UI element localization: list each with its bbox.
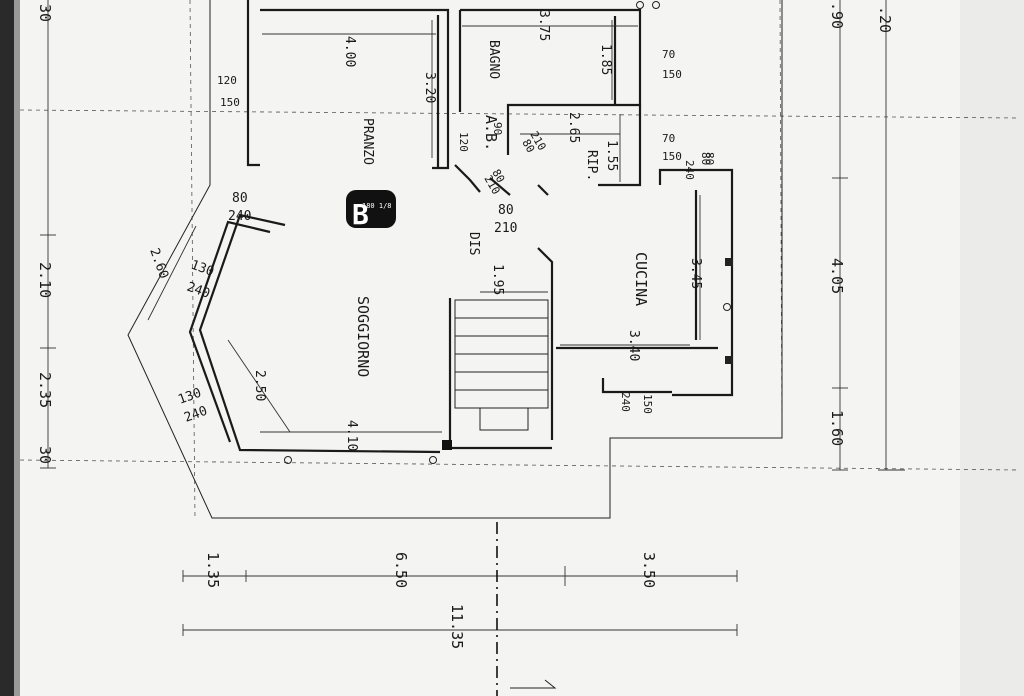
dim-cucina-w: 3.40	[626, 330, 641, 361]
dim-door-dis-b: 210	[494, 221, 517, 236]
scan-edge-left	[0, 0, 14, 696]
dim-win-bagno-a: 70	[662, 48, 675, 61]
dimension-labels: 30 .90 .20 4.00 3.75 3.20 1.85 2.65 1.55…	[36, 2, 894, 649]
dim-win-kitchen-a: 150	[641, 394, 654, 414]
dim-bottom-3: 3.50	[640, 552, 658, 588]
construction-lines	[19, 0, 1021, 521]
logo-letter: B	[352, 198, 369, 231]
dim-left-bot2: 30	[36, 446, 54, 464]
dim-win-pranzo-a: 120	[217, 74, 237, 87]
logo-badge	[346, 190, 396, 228]
dim-left-mid: 2.10	[36, 262, 54, 298]
dim-bottom-1: 1.35	[204, 552, 222, 588]
dim-right-mid: 4.05	[828, 258, 846, 294]
dim-bagno-w: 3.75	[536, 10, 551, 41]
dim-right-bot: 1.60	[828, 410, 846, 446]
dim-cucina-win-a: 240	[683, 160, 696, 180]
dim-rip-h: 1.55	[604, 140, 619, 171]
dim-win-bay-1a: 130	[189, 258, 216, 280]
dim-bay-2: 2.50	[252, 370, 267, 401]
building-logo: B 180 1/8	[346, 190, 396, 231]
room-label-pranzo: PRANZO	[360, 118, 375, 165]
dim-pranzo-w: 4.00	[342, 36, 357, 67]
dim-cucina-h: 3.45	[688, 258, 703, 289]
dim-left-bot: 2.35	[36, 372, 54, 408]
dim-top-left: 30	[36, 4, 54, 22]
dim-win-bagno-b: 150	[662, 68, 682, 81]
dim-win-pranzo-b: 150	[220, 96, 240, 109]
dim-win-bay-2b: 240	[182, 404, 209, 426]
dim-pranzo-h: 3.20	[422, 72, 437, 103]
dim-win-kitchen-b: 240	[619, 392, 632, 412]
paper-fold-right	[960, 0, 1024, 696]
section-arrow	[510, 679, 557, 689]
dim-win-rip-b: 150	[662, 150, 682, 163]
room-label-rip: RIP.	[584, 150, 599, 181]
dim-door-rip-a: 80	[519, 137, 537, 155]
dim-door-ab-a: 90	[491, 122, 504, 135]
dim-door-soggiorno-a: 80	[232, 191, 248, 206]
logo-text: 180 1/8	[362, 202, 392, 210]
dim-door-soggiorno-b: 240	[228, 209, 251, 224]
dim-win-rip-a: 70	[662, 132, 675, 145]
dim-top-right-2: .20	[876, 6, 894, 33]
dim-door-ab-b: 120	[457, 132, 470, 152]
dim-soggiorno-w: 4.10	[344, 420, 359, 451]
dim-door-rip2: 80	[699, 152, 712, 165]
dim-door-ab2-a: 80	[489, 167, 507, 185]
room-label-cucina: CUCINA	[632, 252, 650, 306]
dim-cucina-win-b: 80	[703, 152, 716, 165]
room-label-ab: A.B.	[482, 115, 500, 151]
dim-bay-1: 2.60	[146, 246, 171, 281]
dim-bottom-total: 11.35	[448, 604, 466, 649]
dim-stair-w: 1.95	[490, 264, 505, 295]
dim-rip-w: 2.65	[566, 112, 581, 143]
fixtures	[284, 1, 731, 464]
room-label-dis: DIS	[466, 232, 481, 255]
footprint-outline	[127, 0, 783, 519]
dim-bagno-h: 1.85	[598, 44, 613, 75]
walls	[188, 0, 734, 454]
room-label-soggiorno: SOGGIORNO	[354, 296, 372, 377]
dim-top-right-1: .90	[828, 2, 846, 29]
dimension-lines	[40, 0, 905, 636]
dim-door-dis-a: 80	[498, 203, 514, 218]
scan-edge-shadow	[14, 0, 20, 696]
room-label-bagno: BAGNO	[486, 40, 501, 79]
dim-bottom-2: 6.50	[392, 552, 410, 588]
